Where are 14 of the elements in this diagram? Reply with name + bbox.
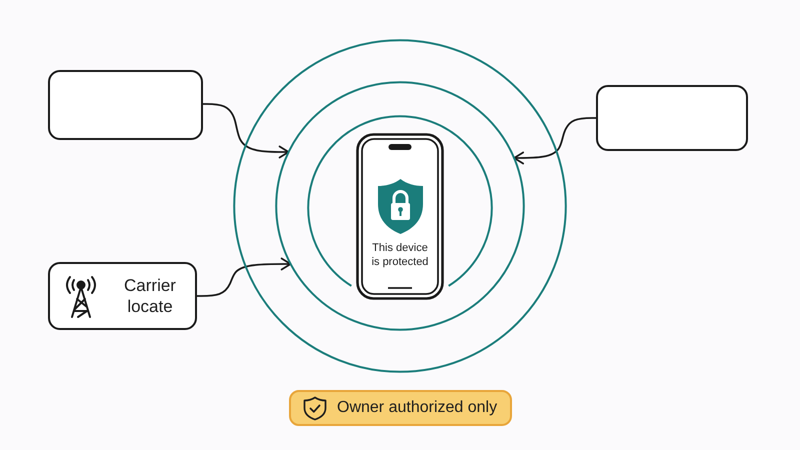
source-box xyxy=(48,262,197,330)
status-text: This device is protected xyxy=(370,241,430,269)
arrow xyxy=(196,258,292,297)
smartphone xyxy=(356,133,444,300)
notice-badge xyxy=(289,390,512,426)
source-box xyxy=(596,85,748,151)
source-box xyxy=(48,70,203,140)
signal-ring xyxy=(307,115,493,301)
arrow xyxy=(513,117,597,164)
arrow xyxy=(202,103,290,158)
signal-ring xyxy=(275,81,525,331)
signal-ring xyxy=(233,39,567,373)
notice-text: Owner authorized only xyxy=(337,399,498,417)
source-label: Carrier locate xyxy=(123,275,177,317)
